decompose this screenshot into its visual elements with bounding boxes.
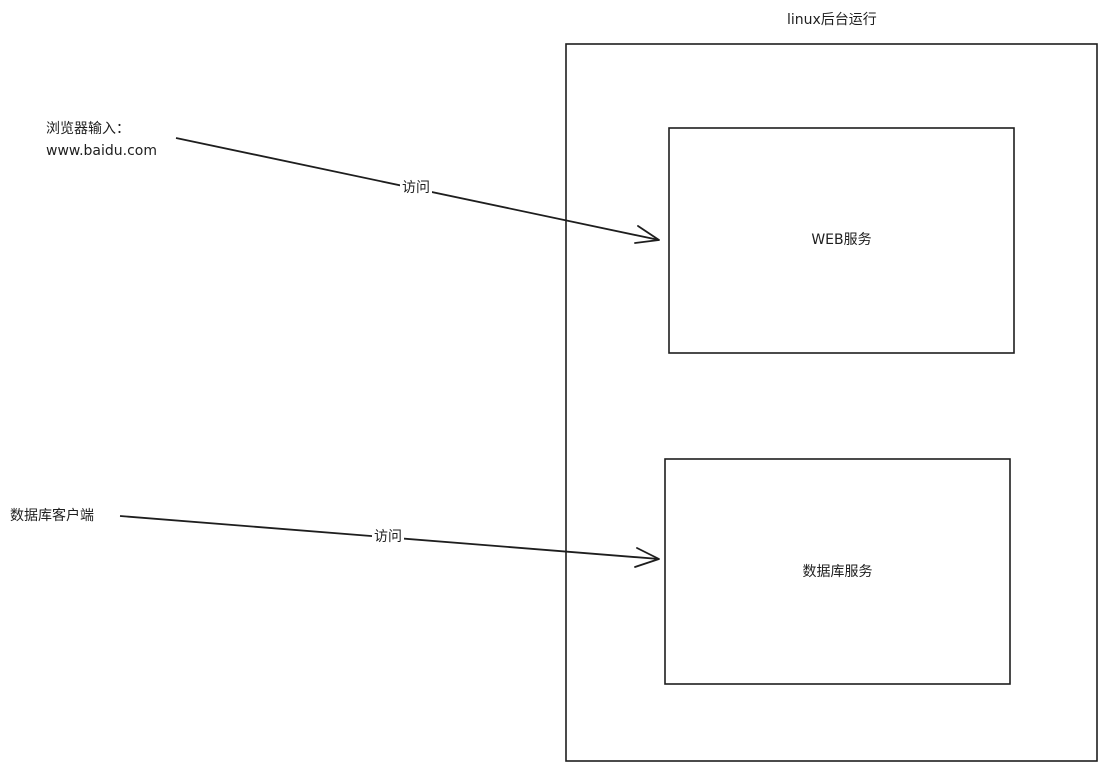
edge-label-client-to-db: 访问	[372, 528, 404, 546]
web-service-label: WEB服务	[811, 232, 872, 248]
db-service-label: 数据库服务	[802, 564, 873, 580]
container-title: linux后台运行	[787, 12, 877, 28]
db-service-box	[664, 458, 1011, 685]
browser-label-line1: 浏览器输入：	[46, 121, 130, 137]
web-service-box	[668, 127, 1015, 354]
edge-label-browser-to-web: 访问	[400, 179, 432, 197]
browser-label-line2: www.baidu.com	[46, 143, 157, 159]
db-client-label: 数据库客户端	[10, 508, 94, 524]
linux-container-box	[565, 43, 1098, 762]
